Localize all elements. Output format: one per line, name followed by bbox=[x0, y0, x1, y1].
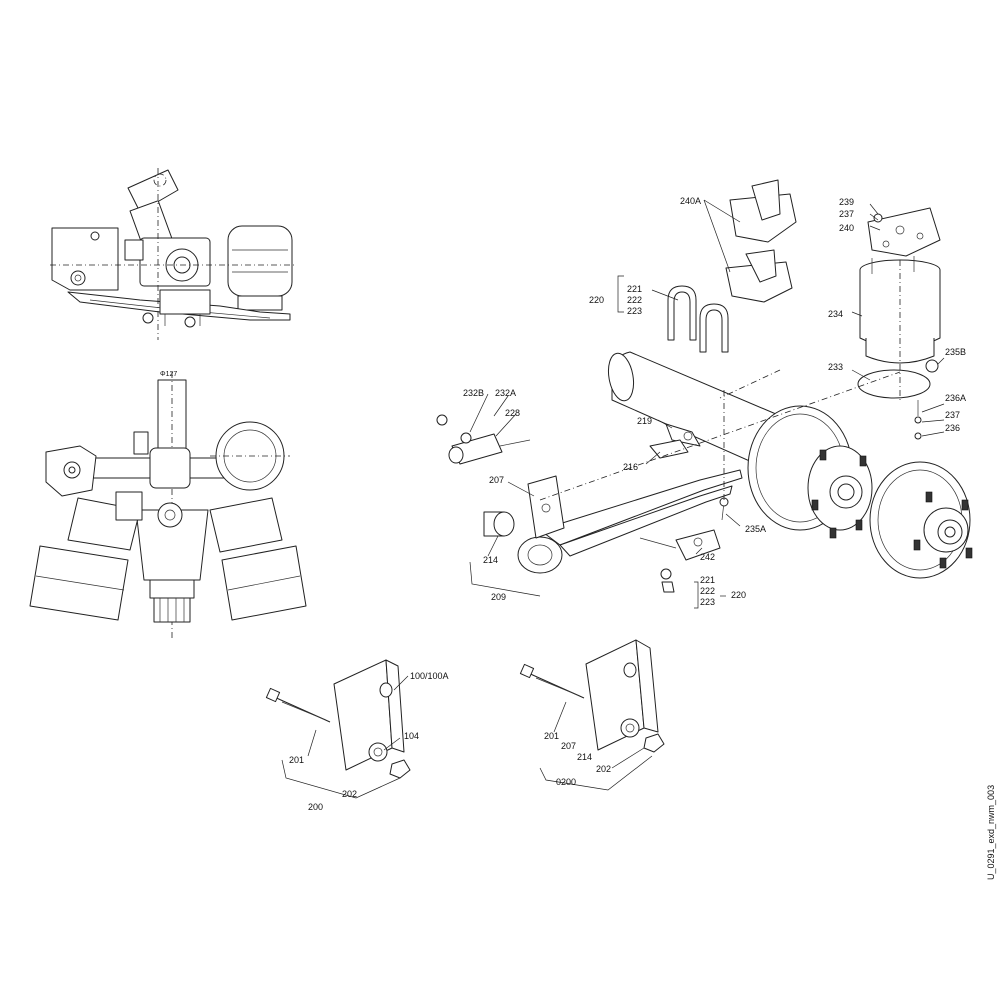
callout-223: 223 bbox=[627, 306, 642, 316]
callout-207-right: 207 bbox=[561, 741, 576, 751]
callout-228: 228 bbox=[505, 408, 520, 418]
hanger-bracket-0200 bbox=[519, 639, 665, 753]
callout-235A: 235A bbox=[745, 524, 766, 534]
callout-236A: 236A bbox=[945, 393, 966, 403]
callout-200: 200 bbox=[308, 802, 323, 812]
callout-201-right: 201 bbox=[544, 731, 559, 741]
callout-216: 216 bbox=[623, 462, 638, 472]
callout-237-lower: 237 bbox=[945, 410, 960, 420]
callout-0200: 0200 bbox=[556, 777, 576, 787]
front-view-assembly: Φ127 bbox=[29, 371, 307, 640]
dimension-label: Φ127 bbox=[160, 371, 177, 378]
callout-232B: 232B bbox=[463, 388, 484, 398]
callout-100-100A: 100/100A bbox=[410, 671, 449, 681]
leader-lines bbox=[281, 199, 945, 799]
callout-220-lower: 220 bbox=[731, 590, 746, 600]
exploded-axle-assembly bbox=[436, 179, 973, 593]
callout-219: 219 bbox=[637, 416, 652, 426]
callout-240: 240 bbox=[839, 223, 854, 233]
callout-214: 214 bbox=[483, 555, 498, 565]
callout-222: 222 bbox=[627, 295, 642, 305]
callout-209: 209 bbox=[491, 592, 506, 602]
callout-236: 236 bbox=[945, 423, 960, 433]
callout-207: 207 bbox=[489, 475, 504, 485]
side-view-assembly bbox=[50, 168, 295, 340]
callout-222-lower: 222 bbox=[700, 586, 715, 596]
callout-234: 234 bbox=[828, 309, 843, 319]
callout-214-right: 214 bbox=[577, 752, 592, 762]
drawing-id: U_0291_exd_nwm_003 bbox=[986, 785, 996, 880]
callout-labels: 240A 239 237 240 221 222 223 220 234 235… bbox=[289, 196, 966, 812]
callout-104: 104 bbox=[404, 731, 419, 741]
callout-221: 221 bbox=[627, 284, 642, 294]
callout-202-right: 202 bbox=[596, 764, 611, 774]
callout-201: 201 bbox=[289, 755, 304, 765]
hanger-bracket-200 bbox=[265, 659, 411, 779]
callout-235B: 235B bbox=[945, 347, 966, 357]
callout-233: 233 bbox=[828, 362, 843, 372]
callout-202: 202 bbox=[342, 789, 357, 799]
callout-239: 239 bbox=[839, 197, 854, 207]
callout-223-lower: 223 bbox=[700, 597, 715, 607]
callout-240A: 240A bbox=[680, 196, 701, 206]
callout-220: 220 bbox=[589, 295, 604, 305]
callout-221-lower: 221 bbox=[700, 575, 715, 585]
callout-237: 237 bbox=[839, 209, 854, 219]
callout-242: 242 bbox=[700, 552, 715, 562]
callout-232A: 232A bbox=[495, 388, 516, 398]
